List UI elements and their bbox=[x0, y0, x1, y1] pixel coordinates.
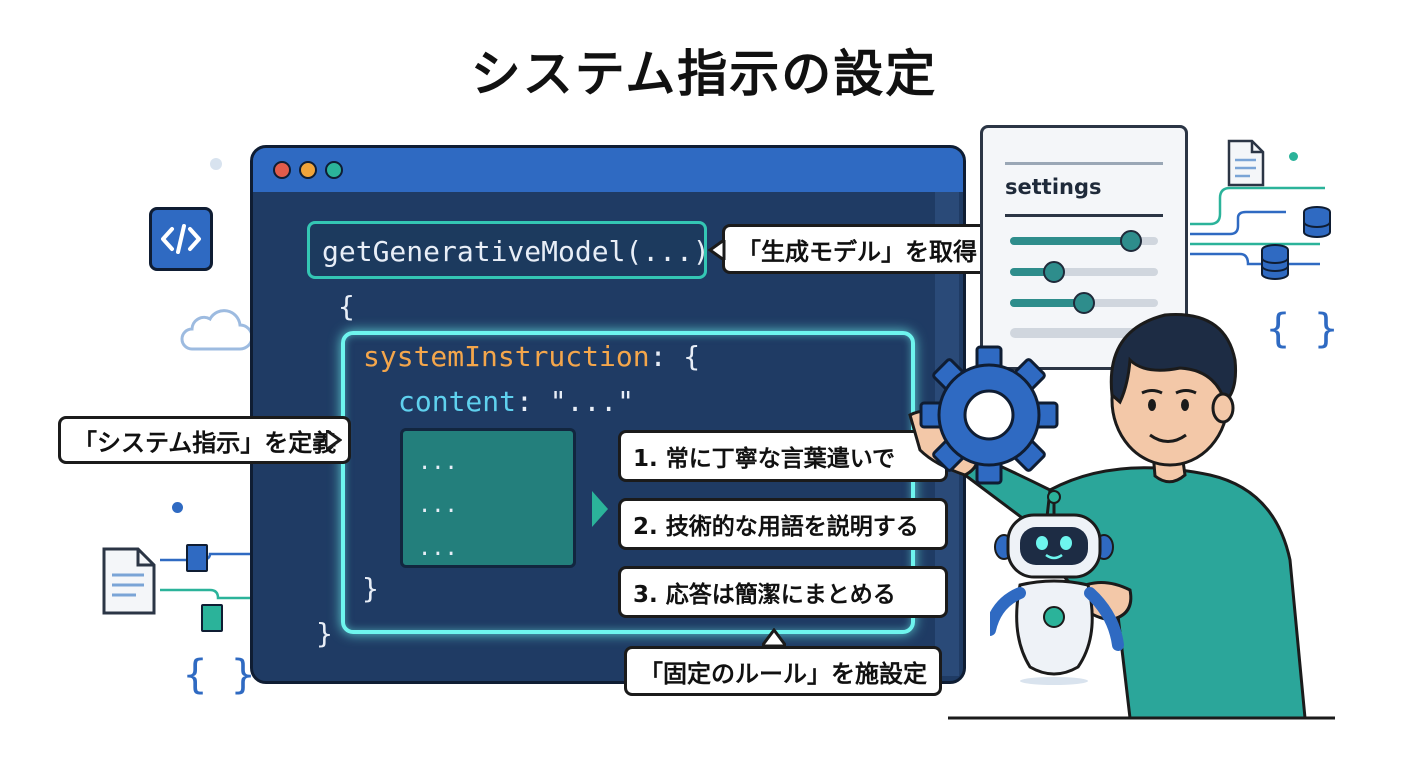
callout-pointer bbox=[708, 240, 726, 260]
content-line: content: "..." bbox=[398, 385, 634, 418]
slider-fill bbox=[1010, 299, 1084, 307]
dot-decoration bbox=[210, 158, 222, 170]
model-callout-text: 「生成モデル」を取得 bbox=[737, 237, 977, 266]
dot-decoration bbox=[1289, 152, 1298, 161]
ellipsis-line: ... bbox=[418, 493, 458, 518]
rule-text: 1. 常に丁寧な言葉遣いで bbox=[633, 446, 896, 472]
maximize-dot bbox=[325, 161, 343, 179]
system-callout-text: 「システム指示」を定義 bbox=[73, 428, 337, 457]
settings-label: settings bbox=[1005, 175, 1102, 199]
small-file-icon bbox=[201, 604, 223, 632]
rule-text: 2. 技術的な用語を説明する bbox=[633, 514, 919, 540]
content-value: : "..." bbox=[516, 385, 635, 418]
settings-slider[interactable] bbox=[1010, 261, 1158, 283]
document-icon bbox=[100, 545, 160, 621]
person-illustration bbox=[908, 313, 1335, 720]
connector-lines bbox=[1190, 186, 1325, 266]
robot-icon bbox=[990, 490, 1124, 685]
slider-knob[interactable] bbox=[1120, 230, 1143, 252]
open-brace: { bbox=[338, 290, 355, 323]
model-call-box bbox=[307, 221, 707, 279]
system-instruction-box bbox=[341, 331, 915, 634]
slider-fill bbox=[1010, 268, 1055, 276]
system-callout: 「システム指示」を定義 bbox=[58, 416, 352, 464]
document-icon bbox=[1226, 138, 1266, 192]
model-callout: 「生成モデル」を取得 bbox=[722, 224, 992, 274]
database-icon bbox=[1300, 205, 1334, 243]
ellipsis-line: ... bbox=[418, 450, 458, 475]
system-instruction-line: systemInstruction: { bbox=[363, 340, 700, 373]
arrow-right-icon bbox=[592, 491, 608, 527]
small-file-icon bbox=[186, 544, 208, 572]
slider-fill bbox=[1010, 237, 1132, 245]
braces-icon: { } bbox=[183, 652, 256, 698]
callout-pointer bbox=[762, 628, 786, 648]
instruction-block bbox=[400, 428, 576, 568]
close-outer-brace: } bbox=[316, 617, 333, 650]
code-icon bbox=[149, 207, 213, 271]
system-instruction-key: systemInstruction bbox=[363, 340, 650, 373]
page-title: システム指示の設定 bbox=[470, 45, 938, 103]
cloud-icon bbox=[178, 305, 254, 359]
dot-decoration bbox=[172, 502, 183, 513]
content-key: content bbox=[398, 385, 517, 418]
rule-item: 2. 技術的な用語を説明する bbox=[618, 498, 948, 550]
rule-item: 3. 応答は簡潔にまとめる bbox=[618, 566, 948, 618]
slider-knob[interactable] bbox=[1043, 261, 1066, 283]
system-instruction-brace: : { bbox=[649, 340, 701, 373]
gear-icon bbox=[919, 345, 1059, 485]
editor-titlebar bbox=[253, 148, 963, 192]
ellipsis-line: ... bbox=[418, 536, 458, 561]
rule-item: 1. 常に丁寧な言葉遣いで bbox=[618, 430, 948, 482]
slider-knob[interactable] bbox=[1073, 292, 1095, 314]
close-dot bbox=[273, 161, 291, 179]
rule-text: 3. 応答は簡潔にまとめる bbox=[633, 582, 896, 608]
minimize-dot bbox=[299, 161, 317, 179]
fixed-rules-callout-text: 「固定のルール」を施設定 bbox=[639, 659, 927, 688]
close-inner-brace: } bbox=[362, 572, 379, 605]
settings-divider bbox=[1005, 214, 1163, 217]
fixed-rules-callout: 「固定のルール」を施設定 bbox=[624, 646, 942, 696]
model-call-code: getGenerativeModel(...) bbox=[322, 235, 710, 268]
callout-pointer bbox=[326, 430, 342, 450]
settings-slider[interactable] bbox=[1010, 230, 1158, 252]
database-icon bbox=[1258, 243, 1292, 285]
settings-divider bbox=[1005, 162, 1163, 165]
settings-placeholder-bar bbox=[1010, 328, 1158, 338]
settings-slider[interactable] bbox=[1010, 292, 1158, 314]
braces-icon: { } bbox=[1266, 306, 1339, 352]
